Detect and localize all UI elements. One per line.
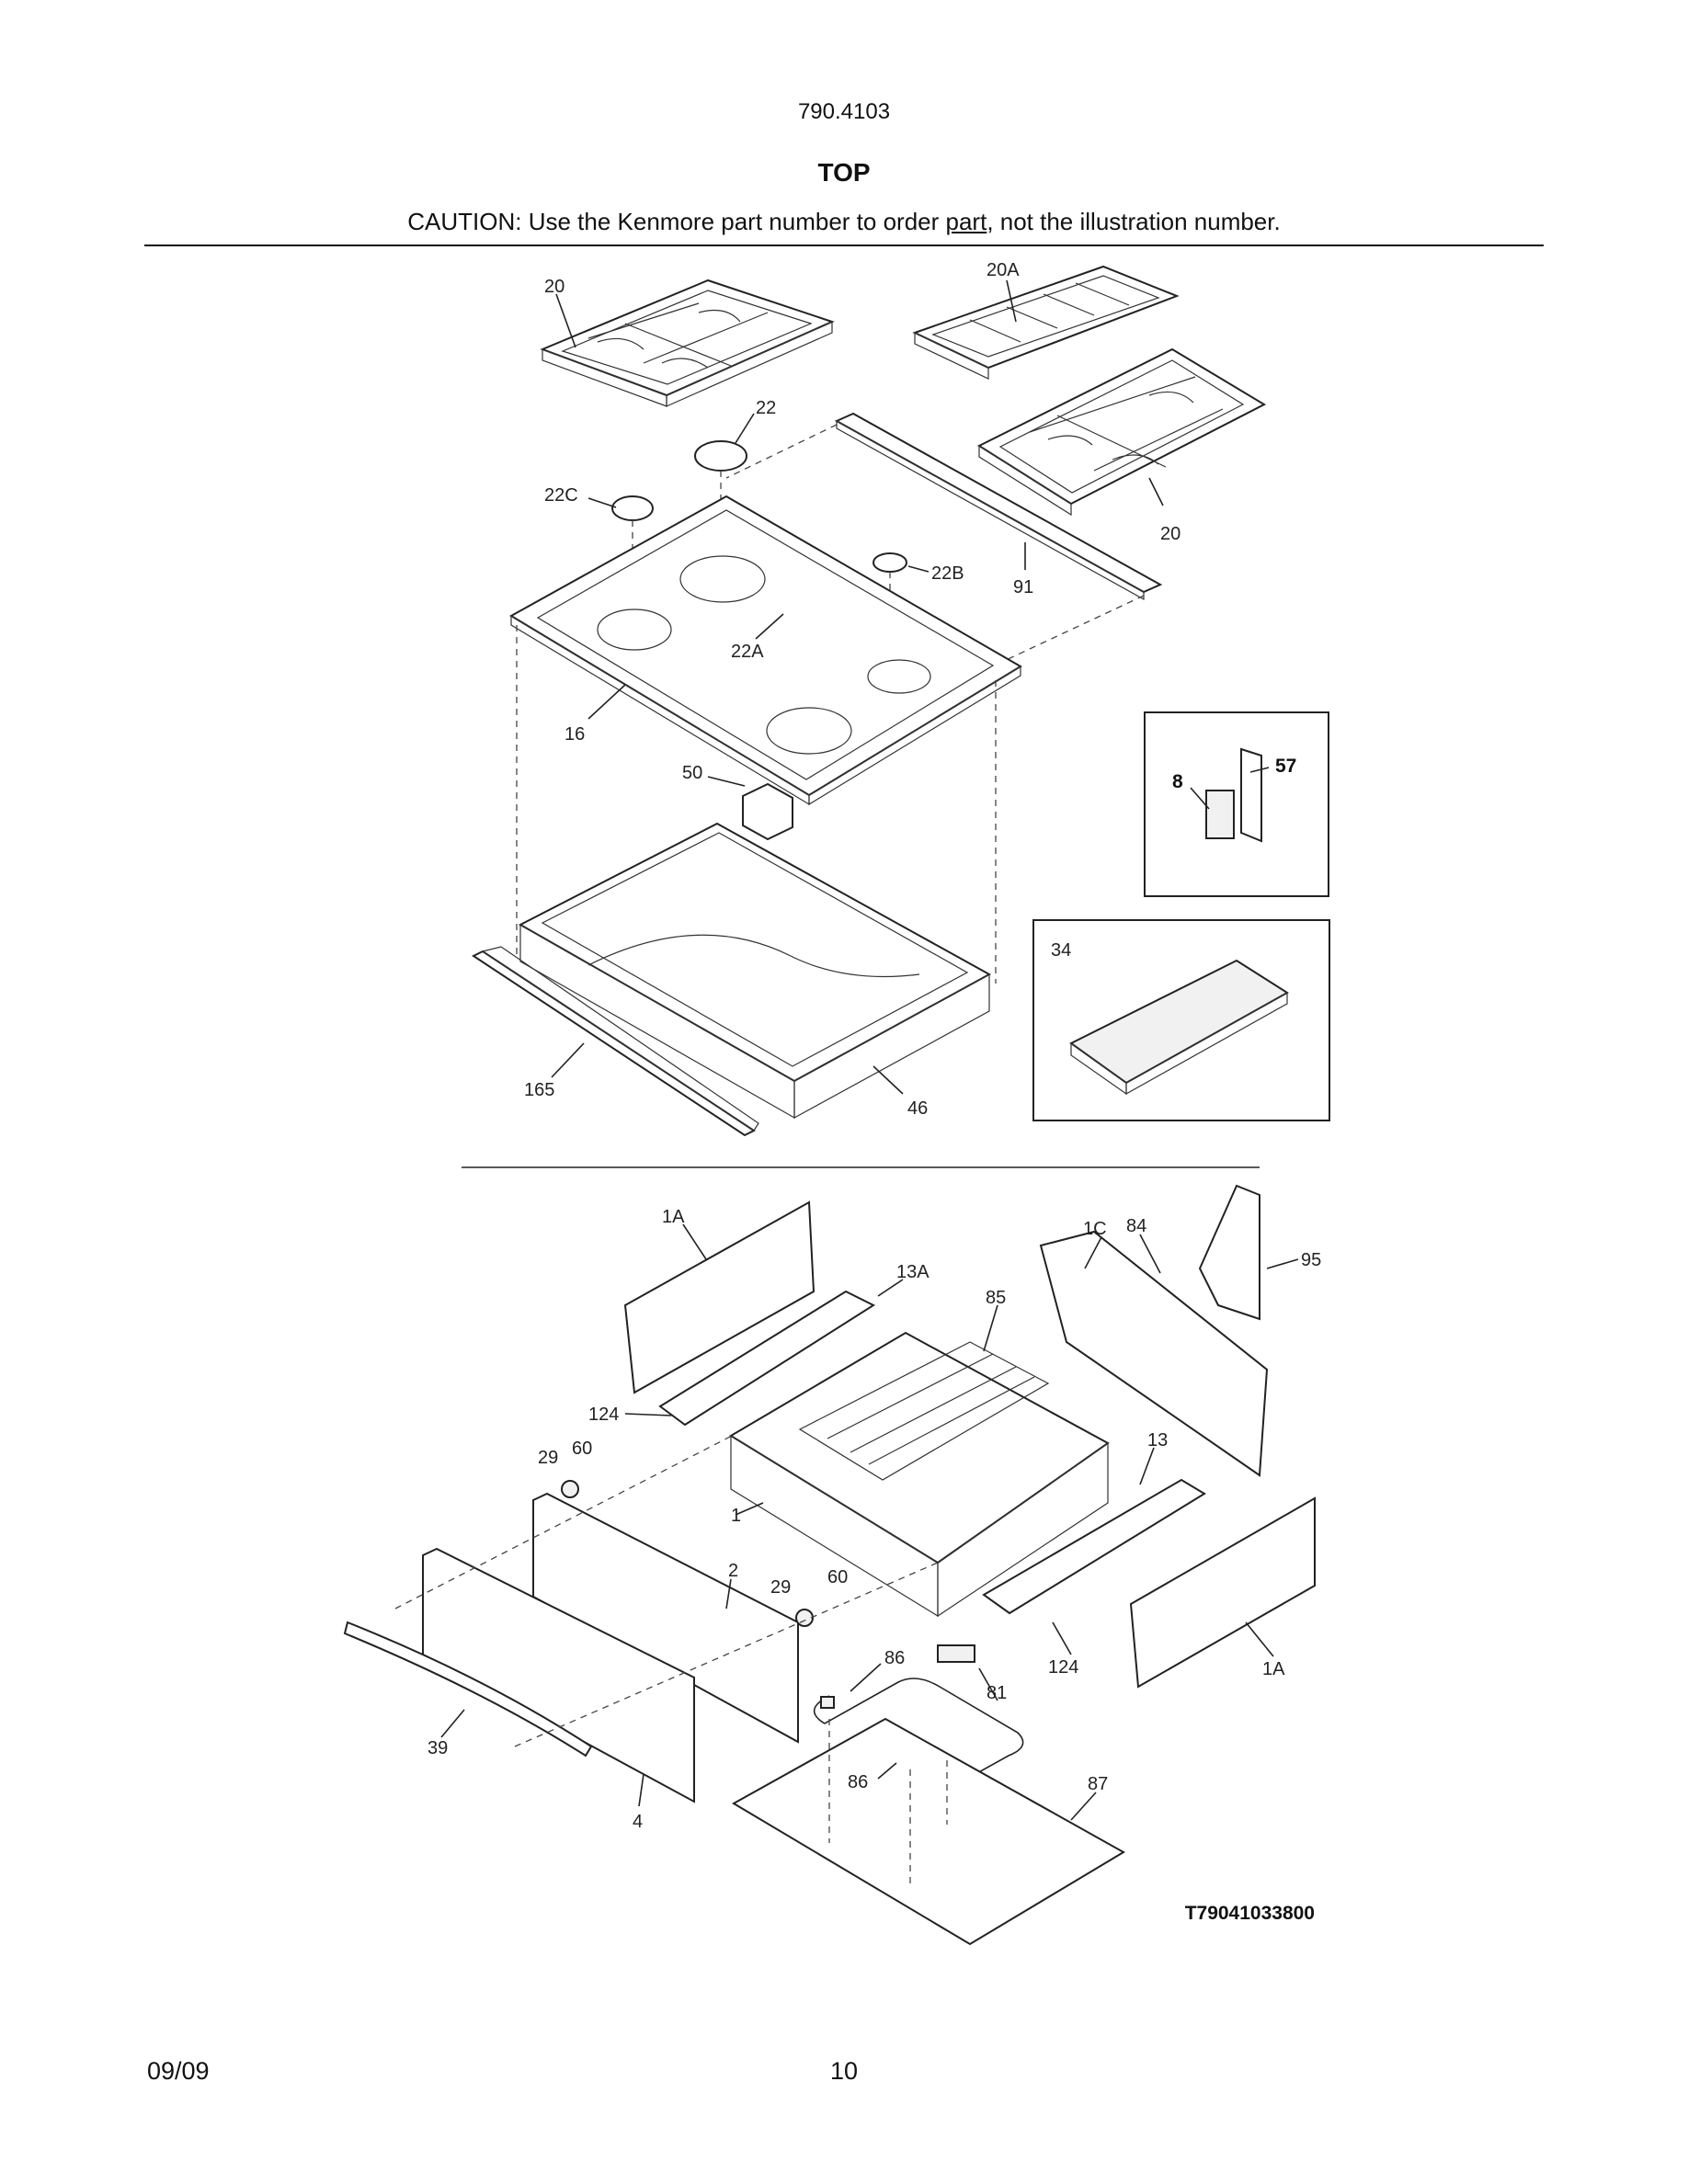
cooktop-panel [509, 495, 1022, 806]
drawer-slide-left [658, 1290, 876, 1427]
front-rail [472, 946, 759, 1137]
callout-8: 8 [1172, 771, 1183, 792]
caution-prefix: CAUTION: Use the Kenmore part number to … [407, 208, 946, 235]
drawer-front-inner [532, 1492, 799, 1744]
callout-57: 57 [1275, 756, 1296, 777]
footer-date: 09/09 [147, 2057, 210, 2085]
callout-22b: 22B [931, 563, 964, 584]
page-number: 10 [829, 2057, 859, 2085]
bracket-50 [742, 782, 793, 841]
callout-91: 91 [1013, 577, 1033, 597]
drawer-front-panel [422, 1547, 695, 1803]
burner-box [518, 822, 992, 1120]
knob-29-left [561, 1480, 579, 1498]
callout-1: 1 [731, 1506, 741, 1526]
drawer-back-panel [1039, 1230, 1269, 1477]
section-title: TOP [817, 158, 871, 187]
callout-86-top: 86 [884, 1648, 905, 1668]
drawer-handle [343, 1621, 593, 1757]
callout-50: 50 [682, 763, 702, 783]
grate-left [540, 279, 835, 407]
model-number: 790.4103 [797, 99, 891, 124]
callout-86-bottom: 86 [848, 1772, 868, 1792]
knob-29-right [795, 1609, 814, 1627]
caution-note: CAUTION: Use the Kenmore part number to … [0, 208, 1688, 236]
callout-29-right: 29 [770, 1577, 791, 1598]
inset-griddle-box [1032, 919, 1330, 1121]
callout-20-right: 20 [1160, 524, 1180, 544]
callout-165: 165 [524, 1080, 554, 1100]
drawer-box [729, 1331, 1110, 1618]
callout-1c: 1C [1083, 1219, 1107, 1239]
inset-igniter-box [1144, 711, 1329, 897]
caution-link-word: part [945, 208, 987, 235]
callout-84: 84 [1126, 1216, 1146, 1236]
drawer-rack [798, 1341, 1050, 1481]
callout-29-left: 29 [538, 1448, 558, 1468]
callout-13a: 13A [896, 1262, 930, 1282]
callout-124-right: 124 [1048, 1657, 1078, 1678]
drawer-side-right [1129, 1496, 1316, 1689]
callout-87: 87 [1088, 1774, 1108, 1794]
grate-center [912, 265, 1180, 380]
callout-1a-bottom: 1A [1262, 1659, 1285, 1679]
header-rule [144, 245, 1544, 246]
callout-16: 16 [565, 724, 585, 745]
grate-right [976, 347, 1267, 517]
callout-60-left: 60 [572, 1439, 592, 1459]
rear-trim-strip [725, 412, 1163, 663]
callout-95: 95 [1301, 1250, 1321, 1270]
callout-46: 46 [907, 1098, 928, 1119]
callout-81: 81 [987, 1683, 1007, 1703]
callout-85: 85 [986, 1288, 1006, 1308]
callout-34: 34 [1051, 940, 1071, 961]
callout-22a: 22A [731, 642, 764, 662]
drawer-side-left [623, 1200, 815, 1394]
callout-4: 4 [633, 1812, 643, 1832]
callout-60-right: 60 [827, 1567, 848, 1587]
callout-22: 22 [756, 398, 776, 418]
callout-20a: 20A [987, 260, 1020, 280]
callout-22c: 22C [544, 485, 578, 506]
drawing-number: T79041033800 [1184, 1903, 1315, 1924]
callout-39: 39 [428, 1738, 448, 1758]
callout-20-left: 20 [544, 277, 565, 297]
drawer-bottom [731, 1717, 1125, 1946]
drawer-slide-right [982, 1478, 1206, 1615]
callout-2: 2 [728, 1561, 738, 1581]
cover-95 [1198, 1184, 1260, 1321]
caution-suffix: , not the illustration number. [987, 208, 1281, 235]
callout-1a-top: 1A [662, 1207, 685, 1227]
callout-13: 13 [1147, 1430, 1168, 1450]
callout-124-left: 124 [588, 1405, 619, 1425]
